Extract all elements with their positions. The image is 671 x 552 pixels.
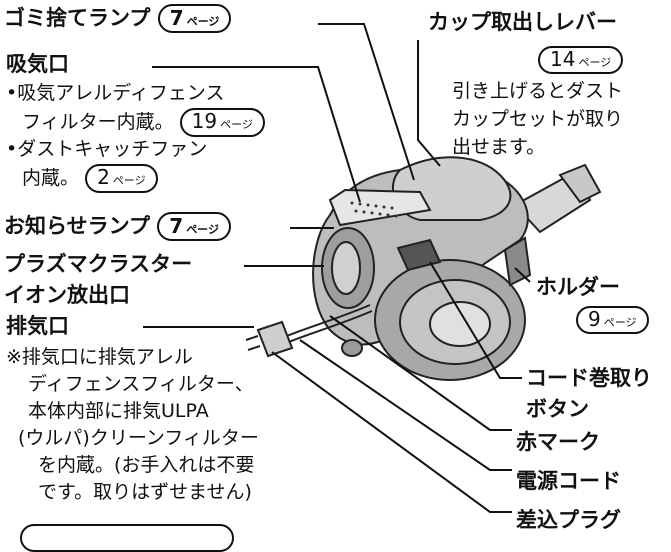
exhaust-note-5: です。取りはずせません) (38, 481, 252, 503)
bullet-mark: • (6, 138, 18, 160)
exhaust-note-3: (ウルパ)クリーンフィルター (18, 427, 259, 449)
gomi-lamp-text: ゴミ捨てランプ (4, 6, 151, 30)
vacuum-illustration (143, 23, 602, 513)
intake-note2-line2: 内蔵。 (22, 167, 80, 189)
exhaust-note-0: ※排気口に排気アレル (6, 346, 193, 368)
vacuum-body (312, 156, 532, 381)
cup-lever-label: カップ取出しレバー (428, 10, 617, 34)
page-suffix: ページ (186, 15, 220, 28)
exhaust-note-4: を内蔵。(お手入れは不要 (38, 454, 255, 476)
bullet-mark: • (6, 82, 18, 104)
page-suffix: ページ (220, 118, 253, 131)
plug-label: 差込プラグ (516, 508, 621, 532)
intake-note1: •吸気アレルディフェンス (6, 82, 225, 105)
page-number: 9 (588, 307, 601, 331)
leader-lines (143, 23, 531, 513)
page-number: 19 (191, 109, 218, 133)
intake-grille (350, 201, 398, 218)
hose-connector (513, 163, 602, 234)
page-number: 7 (169, 6, 184, 30)
notify-lamp-text: お知らせランプ (4, 214, 150, 238)
page-suffix: ページ (578, 56, 612, 69)
red-mark-label: 赤マーク (516, 430, 600, 454)
cut-off-pill (20, 524, 234, 552)
page-suffix: ページ (186, 223, 219, 236)
page-suffix: ページ (603, 316, 637, 329)
cup-lever-note-1: カップセットが取り (452, 108, 624, 130)
plasma-label-line2: イオン放出口 (4, 283, 130, 307)
cord-button-label-line2: ボタン (526, 397, 589, 421)
plug (245, 320, 294, 358)
page-number: 7 (169, 214, 184, 238)
intake-note1-line2: フィルター内蔵。 (22, 111, 174, 133)
power-cord-label: 電源コード (516, 469, 621, 493)
page-suffix: ページ (112, 174, 146, 187)
exhaust-note-1: ディフェンスフィルター、 (28, 373, 254, 395)
exhaust-note-2: 本体内部に排気ULPA (28, 400, 209, 422)
cup-lever-note-0: 引き上げるとダスト (452, 80, 624, 102)
cup-lever-note-2: 出せます。 (452, 136, 546, 158)
exhaust-label: 排気口 (6, 314, 69, 338)
plasma-label-line1: プラズマクラスター (4, 252, 193, 276)
page-number: 14 (550, 47, 576, 71)
cord-button-label-line1: コード巻取り (526, 366, 652, 390)
intake-note1-line1: 吸気アレルディフェンス (17, 82, 225, 104)
intake-label: 吸気口 (6, 52, 69, 76)
intake-note2: •ダストキャッチファン (6, 138, 207, 161)
intake-note2-line1: ダストキャッチファン (17, 138, 208, 160)
page-number: 2 (97, 165, 110, 189)
holder-label: ホルダー (536, 275, 620, 299)
